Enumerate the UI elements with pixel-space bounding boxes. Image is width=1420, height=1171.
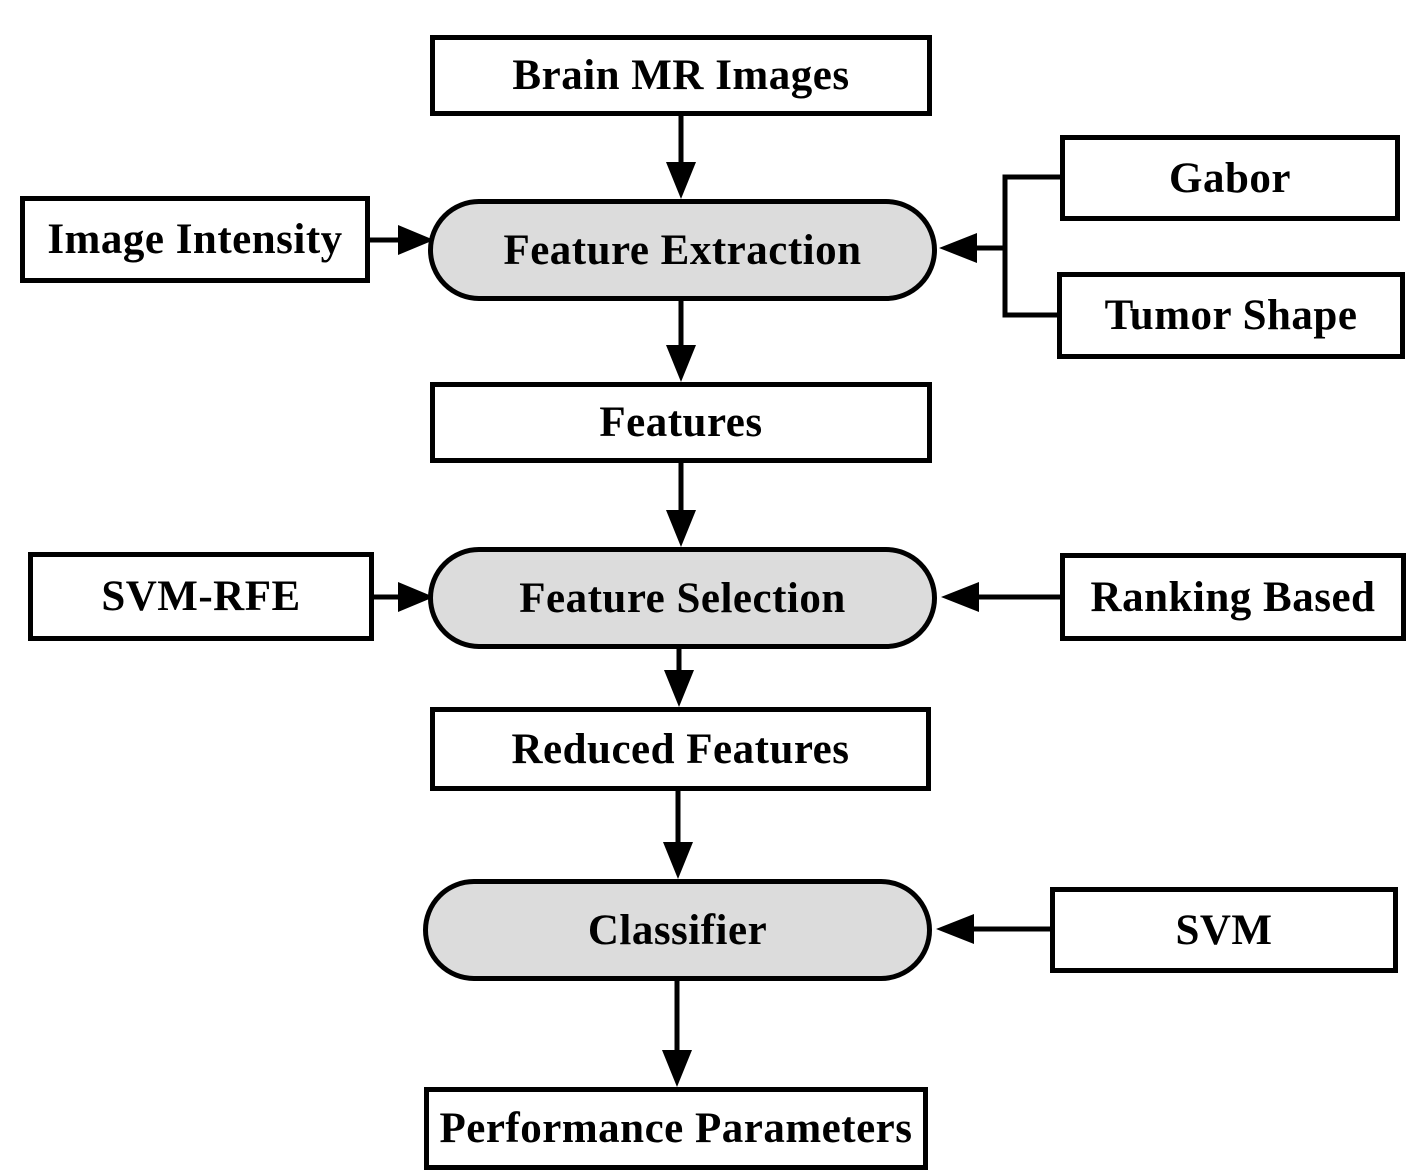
bracket-gabor-tumor-shape (1002, 174, 1060, 318)
node-gabor: Gabor (1060, 135, 1400, 221)
arrow-bracket-to-feature-extraction (939, 233, 1007, 263)
node-performance-parameters: Performance Parameters (424, 1087, 928, 1170)
node-classifier: Classifier (423, 879, 932, 981)
arrow-feature-extraction-to-features (666, 300, 696, 382)
arrow-svm-rfe-to-feature-selection (372, 582, 434, 612)
arrow-ranking-based-to-feature-selection (941, 582, 1062, 612)
arrow-classifier-to-performance-parameters (662, 980, 692, 1087)
node-svm-rfe: SVM-RFE (28, 552, 374, 641)
arrow-feature-selection-to-reduced-features (664, 647, 694, 707)
node-ranking-based: Ranking Based (1060, 553, 1406, 641)
arrow-reduced-features-to-classifier (663, 789, 693, 879)
arrow-features-to-feature-selection (666, 462, 696, 547)
node-tumor-shape: Tumor Shape (1057, 272, 1405, 359)
node-feature-extraction: Feature Extraction (428, 199, 937, 301)
node-brain-mr-images: Brain MR Images (430, 35, 932, 116)
arrow-image-intensity-to-feature-extraction (368, 225, 434, 255)
node-reduced-features: Reduced Features (430, 707, 931, 791)
node-feature-selection: Feature Selection (428, 547, 937, 649)
arrow-svm-to-classifier (936, 914, 1052, 944)
arrow-brain-mr-to-feature-extraction (666, 113, 696, 199)
node-image-intensity: Image Intensity (20, 196, 370, 283)
node-svm: SVM (1050, 887, 1398, 973)
node-features: Features (430, 382, 932, 463)
